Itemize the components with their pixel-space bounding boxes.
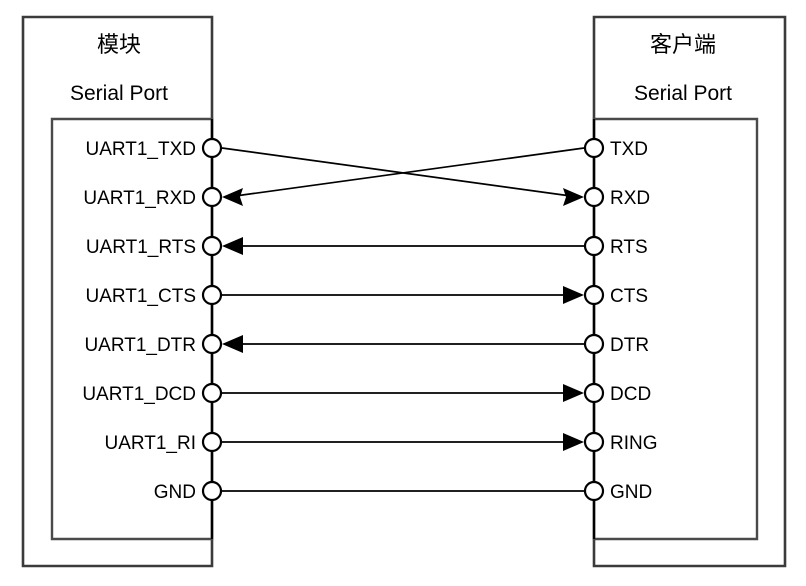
right-device-title-latin: Serial Port — [634, 82, 732, 105]
left-pin-label-uart1-cts: UART1_CTS — [85, 286, 196, 307]
arrow-head-ri-to-ring — [563, 433, 584, 451]
right-pin-node-ring[interactable] — [583, 431, 605, 453]
left-device-outer-box — [21, 15, 214, 568]
right-pin-node-rts[interactable] — [583, 235, 605, 257]
left-pin-node-uart1-txd[interactable] — [201, 137, 223, 159]
arrow-head-dtr — [222, 335, 243, 353]
left-pin-node-uart1-rxd[interactable] — [201, 186, 223, 208]
right-pin-node-txd[interactable] — [583, 137, 605, 159]
left-pin-label-gnd: GND — [154, 482, 196, 503]
left-pin-label-uart1-dtr: UART1_DTR — [84, 335, 196, 356]
connection-txd-right-to-rxd-left — [227, 147, 585, 198]
arrow-head-txd-to-rxd — [563, 188, 584, 206]
left-pin-label-uart1-dcd: UART1_DCD — [82, 384, 196, 405]
right-device-inner-box — [592, 117, 759, 541]
right-pin-label-ring: RING — [610, 433, 658, 454]
left-pin-node-uart1-rts[interactable] — [201, 235, 223, 257]
right-pin-node-rxd[interactable] — [583, 186, 605, 208]
right-pin-node-gnd[interactable] — [583, 480, 605, 502]
left-pin-label-uart1-ri: UART1_RI — [104, 433, 196, 454]
right-pin-node-dcd[interactable] — [583, 382, 605, 404]
arrow-head-cts — [563, 286, 584, 304]
right-pin-node-cts[interactable] — [583, 284, 605, 306]
arrow-head-dcd — [563, 384, 584, 402]
right-pin-label-dcd: DCD — [610, 384, 651, 405]
left-device-title-cjk: 模块 — [97, 33, 141, 58]
left-pin-node-uart1-cts[interactable] — [201, 284, 223, 306]
right-pin-label-rts: RTS — [610, 237, 648, 258]
left-pin-label-uart1-rxd: UART1_RXD — [83, 188, 196, 209]
left-device-inner-box — [50, 117, 214, 541]
right-pin-label-txd: TXD — [610, 139, 648, 160]
left-pin-label-uart1-rts: UART1_RTS — [86, 237, 196, 258]
arrow-head-txd-right-to-rxd-left — [222, 188, 243, 206]
right-pin-label-gnd: GND — [610, 482, 652, 503]
left-pin-node-uart1-ri[interactable] — [201, 431, 223, 453]
right-pin-label-cts: CTS — [610, 286, 648, 307]
arrow-head-rts — [222, 237, 243, 255]
right-device-title-cjk: 客户端 — [650, 33, 716, 58]
left-pin-node-uart1-dtr[interactable] — [201, 333, 223, 355]
right-pin-label-dtr: DTR — [610, 335, 649, 356]
left-pin-node-gnd[interactable] — [201, 480, 223, 502]
left-device-title-latin: Serial Port — [70, 82, 168, 105]
right-pin-node-dtr[interactable] — [583, 333, 605, 355]
left-pin-node-uart1-dcd[interactable] — [201, 382, 223, 404]
right-pin-label-rxd: RXD — [610, 188, 650, 209]
left-pin-label-uart1-txd: UART1_TXD — [85, 139, 196, 160]
